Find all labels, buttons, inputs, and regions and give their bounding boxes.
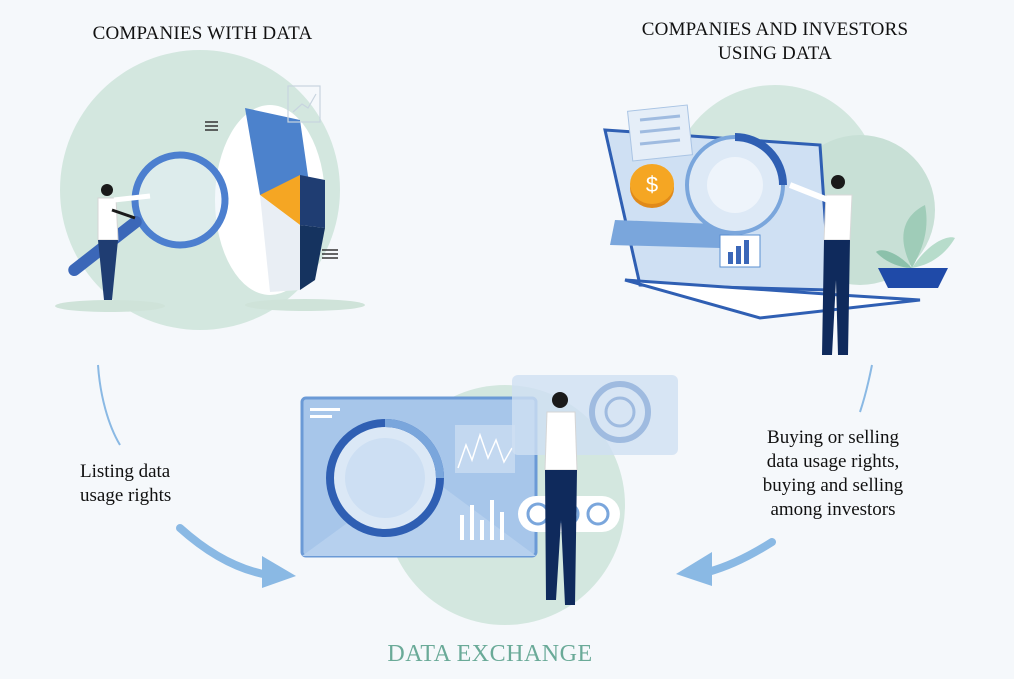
magnifier-icon xyxy=(68,151,229,277)
person-with-magnifier xyxy=(97,184,151,300)
left-arrow-head xyxy=(262,556,296,588)
listing-rights-line-2: usage rights xyxy=(80,485,172,506)
dashboard-icon xyxy=(300,396,538,558)
ground-shadow-left xyxy=(55,300,165,312)
exchange-person xyxy=(544,392,578,605)
pie-chart-icon xyxy=(205,85,338,295)
right-connector-line xyxy=(859,364,873,413)
buying-selling-label: Buying or selling data usage rights, buy… xyxy=(738,426,928,522)
companies-with-data-illustration xyxy=(55,50,365,330)
buying-selling-line-4: among investors xyxy=(770,499,896,520)
buying-selling-line-2: data usage rights, xyxy=(766,451,900,472)
companies-investors-heading-line-1: COMPANIES AND INVESTORS xyxy=(641,19,909,40)
dollar-coin-icon: $ xyxy=(630,164,674,208)
investor-person xyxy=(788,175,853,355)
companies-with-data-heading: COMPANIES WITH DATA xyxy=(92,23,313,44)
companies-investors-heading: COMPANIES AND INVESTORS USING DATA xyxy=(620,18,930,66)
companies-investors-heading-line-2: USING DATA xyxy=(718,43,832,64)
listing-rights-line-1: Listing data xyxy=(80,461,171,482)
listing-rights-label: Listing data usage rights xyxy=(80,460,210,508)
companies-investors-illustration: $ xyxy=(603,85,955,355)
data-exchange-illustration xyxy=(300,375,678,625)
left-arrow-shaft xyxy=(176,524,272,579)
right-arrow-head xyxy=(676,552,712,586)
right-arrow-shaft xyxy=(704,538,776,576)
ground-shadow-right xyxy=(245,299,365,311)
data-exchange-title: DATA EXCHANGE xyxy=(387,641,593,667)
flow-arrows xyxy=(97,364,873,588)
plant-icon xyxy=(876,205,955,288)
left-connector-line xyxy=(97,364,121,446)
buying-selling-line-1: Buying or selling xyxy=(767,427,899,448)
svg-text:$: $ xyxy=(646,172,658,197)
buying-selling-line-3: buying and selling xyxy=(762,475,904,496)
